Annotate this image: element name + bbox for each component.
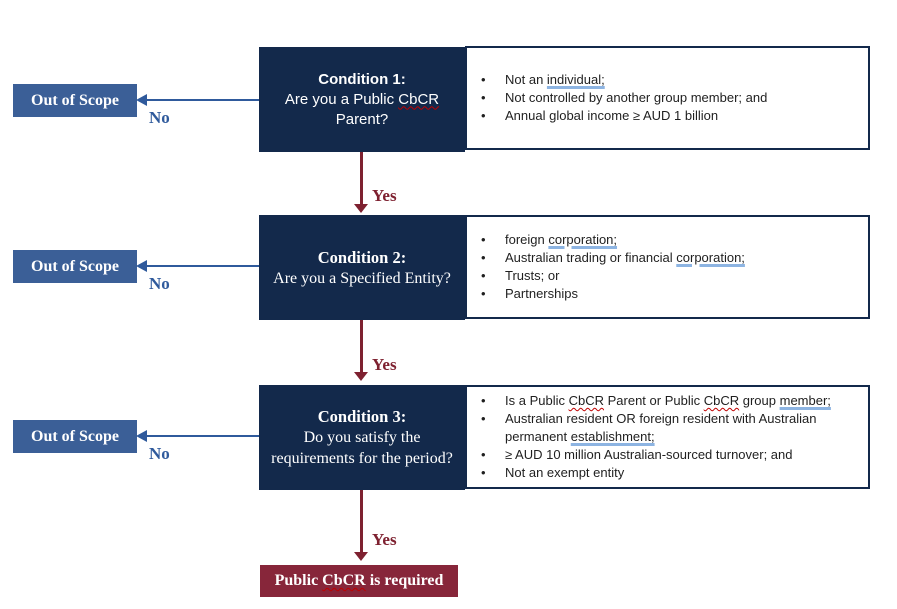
bullet-segment: Not an exempt entity — [505, 465, 625, 480]
bullet-segment: Australian trading or financial — [505, 250, 677, 265]
bullet-dot: • — [481, 393, 486, 408]
bullet-segment-underlined: individual; — [546, 72, 605, 87]
bullet-item: • Not an individual; — [481, 71, 860, 89]
question-text: Parent? — [335, 110, 389, 128]
bullet-segment: Trusts; or — [505, 268, 560, 283]
result-segment: is required — [365, 572, 444, 589]
bullet-item: • foreign corporation; — [481, 231, 860, 249]
condition-1-question: Are you a Public CbCR Parent? — [269, 90, 455, 130]
bullet-dot: • — [481, 250, 486, 265]
question-text-squiggle: CbCR — [398, 90, 440, 108]
bullet-segment: ≥ AUD 10 million Australian-sourced turn… — [505, 447, 793, 462]
result-segment-squiggle: CbCR — [322, 572, 366, 589]
condition-box-1: Condition 1: Are you a Public CbCR Paren… — [259, 47, 465, 152]
bullet-segment: group — [739, 393, 780, 408]
criteria-box-1: • Not an individual; • Not controlled by… — [465, 46, 870, 150]
no-arrowhead-2 — [136, 260, 147, 272]
bullet-text: Not an individual; — [505, 71, 860, 89]
bullet-text: Australian resident OR foreign resident … — [505, 410, 860, 446]
criteria-box-3: • Is a Public CbCR Parent or Public CbCR… — [465, 385, 870, 489]
condition-2-question: Are you a Specified Entity? — [273, 268, 451, 289]
bullet-text: Australian trading or financial corporat… — [505, 249, 860, 267]
yes-arrowhead-1 — [354, 204, 368, 213]
bullet-segment-underlined: corporation; — [548, 232, 618, 247]
bullet-dot: • — [481, 447, 486, 462]
no-arrow-line-1 — [146, 99, 259, 101]
bullet-text: Partnerships — [505, 285, 860, 303]
condition-3-question: Do you satisfy the requirements for the … — [269, 427, 455, 469]
bullet-item: • Not controlled by another group member… — [481, 89, 860, 107]
result-segment: Public — [274, 572, 323, 589]
condition-1-title: Condition 1: — [318, 70, 406, 88]
no-arrowhead-1 — [136, 94, 147, 106]
yes-arrowhead-2 — [354, 372, 368, 381]
yes-label-3: Yes — [372, 530, 397, 549]
out-of-scope-label: Out of Scope — [31, 427, 119, 445]
yes-arrow-line-2 — [360, 320, 363, 373]
bullet-text: ≥ AUD 10 million Australian-sourced turn… — [505, 446, 860, 464]
bullet-dot: • — [481, 108, 486, 123]
bullet-text: Trusts; or — [505, 267, 860, 285]
bullet-dot: • — [481, 72, 486, 87]
no-label-1: No — [149, 108, 170, 127]
bullet-dot: • — [481, 232, 486, 247]
question-text: Are you a Public — [284, 90, 399, 108]
out-of-scope-box-2: Out of Scope — [13, 250, 137, 283]
bullet-text: Not controlled by another group member; … — [505, 89, 860, 107]
no-arrow-line-2 — [146, 265, 259, 267]
bullet-segment: foreign — [505, 232, 549, 247]
bullet-dot: • — [481, 465, 486, 480]
bullet-item: • Trusts; or — [481, 267, 860, 285]
criteria-box-2: • foreign corporation; • Australian trad… — [465, 215, 870, 319]
bullet-segment-underlined: establishment; — [570, 429, 655, 444]
out-of-scope-label: Out of Scope — [31, 91, 119, 109]
bullet-segment-underlined: member; — [779, 393, 831, 408]
out-of-scope-label: Out of Scope — [31, 257, 119, 275]
bullet-segment-squiggle: CbCR — [568, 393, 604, 408]
condition-box-2: Condition 2: Are you a Specified Entity? — [259, 215, 465, 320]
bullet-segment-squiggle: CbCR — [703, 393, 740, 408]
yes-arrow-line-3 — [360, 490, 363, 553]
bullet-dot: • — [481, 411, 486, 426]
bullet-segment: Australian resident OR foreign resident … — [505, 411, 817, 444]
bullet-dot: • — [481, 286, 486, 301]
out-of-scope-box-3: Out of Scope — [13, 420, 137, 453]
bullet-item: • Australian trading or financial corpor… — [481, 249, 860, 267]
bullet-dot: • — [481, 268, 486, 283]
bullet-segment: Partnerships — [505, 286, 578, 301]
bullet-text: foreign corporation; — [505, 231, 860, 249]
no-arrowhead-3 — [136, 430, 147, 442]
no-label-3: No — [149, 444, 170, 463]
bullet-text: Not an exempt entity — [505, 464, 860, 482]
bullet-text: Annual global income ≥ AUD 1 billion — [505, 107, 860, 125]
bullet-item: • Is a Public CbCR Parent or Public CbCR… — [481, 392, 860, 410]
bullet-text: Is a Public CbCR Parent or Public CbCR g… — [505, 392, 860, 410]
yes-arrowhead-3 — [354, 552, 368, 561]
bullet-segment: Not an — [505, 72, 547, 87]
bullet-item: • Partnerships — [481, 285, 860, 303]
no-label-2: No — [149, 274, 170, 293]
result-text: Public CbCR is required — [275, 572, 444, 590]
yes-label-1: Yes — [372, 186, 397, 205]
condition-box-3: Condition 3: Do you satisfy the requirem… — [259, 385, 465, 490]
result-box: Public CbCR is required — [260, 565, 458, 597]
bullet-segment: Annual global income ≥ AUD 1 billion — [505, 108, 719, 123]
bullet-item: • ≥ AUD 10 million Australian-sourced tu… — [481, 446, 860, 464]
condition-3-title: Condition 3: — [317, 407, 407, 426]
bullet-segment: Parent or Public — [604, 393, 704, 408]
bullet-segment: Not controlled by another group member; … — [505, 90, 768, 105]
question-text: Are you a Specified Entity? — [273, 269, 451, 287]
out-of-scope-box-1: Out of Scope — [13, 84, 137, 117]
bullet-item: • Annual global income ≥ AUD 1 billion — [481, 107, 860, 125]
bullet-item: • Australian resident OR foreign residen… — [481, 410, 860, 446]
yes-label-2: Yes — [372, 355, 397, 374]
no-arrow-line-3 — [146, 435, 259, 437]
question-text: Do you satisfy the requirements for the … — [271, 429, 453, 467]
yes-arrow-line-1 — [360, 152, 363, 205]
bullet-dot: • — [481, 90, 486, 105]
bullet-segment: Is a Public — [505, 393, 569, 408]
bullet-item: • Not an exempt entity — [481, 464, 860, 482]
condition-2-title: Condition 2: — [317, 247, 407, 267]
bullet-segment-underlined: corporation; — [676, 250, 745, 265]
